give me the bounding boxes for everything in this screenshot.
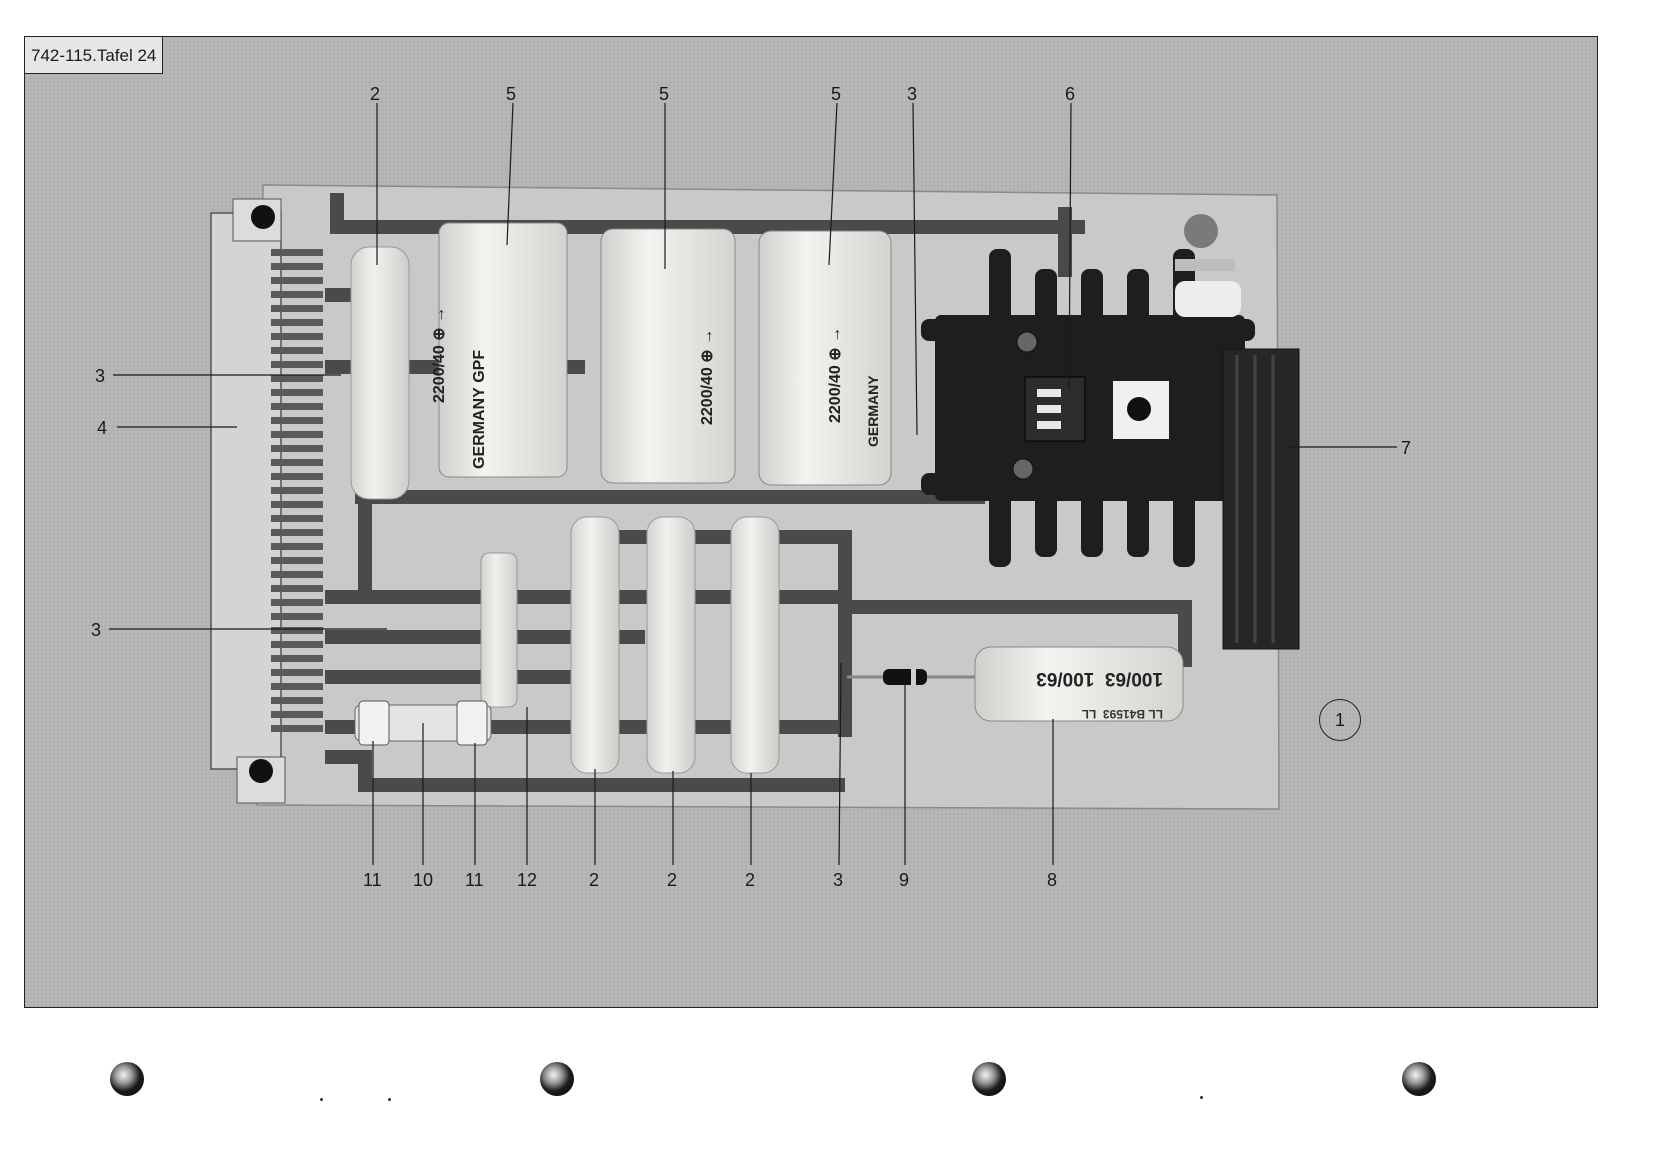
callout-bottom-2b: 2 bbox=[667, 871, 677, 889]
scan-speck bbox=[388, 1098, 391, 1101]
punch-hole bbox=[540, 1062, 574, 1096]
punch-hole bbox=[1402, 1062, 1436, 1096]
figure-number: 1 bbox=[1319, 699, 1361, 741]
callout-bottom-11b: 11 bbox=[465, 871, 484, 889]
callout-left-4: 4 bbox=[97, 419, 107, 437]
component-photo: 2200/40 ⊕ → GERMANY GPF 2200/40 ⊕ → 2200… bbox=[24, 36, 1598, 1008]
callout-top-5a: 5 bbox=[506, 85, 516, 103]
punch-hole bbox=[110, 1062, 144, 1096]
callout-left-3a: 3 bbox=[95, 367, 105, 385]
callout-top-2: 2 bbox=[370, 85, 380, 103]
callout-bottom-2a: 2 bbox=[589, 871, 599, 889]
punch-hole bbox=[972, 1062, 1006, 1096]
callout-top-5c: 5 bbox=[831, 85, 841, 103]
scan-speck bbox=[1200, 1096, 1203, 1099]
callout-bottom-10: 10 bbox=[413, 871, 433, 889]
scan-speck bbox=[320, 1098, 323, 1101]
callout-top-6: 6 bbox=[1065, 85, 1075, 103]
callout-bottom-11a: 11 bbox=[363, 871, 382, 889]
sheet-reference: 742-115.Tafel 24 bbox=[25, 37, 163, 74]
callout-left-3b: 3 bbox=[91, 621, 101, 639]
callout-leaders bbox=[25, 37, 1598, 1008]
callout-top-5b: 5 bbox=[659, 85, 669, 103]
callout-bottom-2c: 2 bbox=[745, 871, 755, 889]
callout-bottom-12: 12 bbox=[517, 871, 537, 889]
callout-bottom-8: 8 bbox=[1047, 871, 1057, 889]
callout-top-3: 3 bbox=[907, 85, 917, 103]
callout-bottom-9: 9 bbox=[899, 871, 909, 889]
callout-bottom-3: 3 bbox=[833, 871, 843, 889]
callout-right-7: 7 bbox=[1401, 439, 1411, 457]
